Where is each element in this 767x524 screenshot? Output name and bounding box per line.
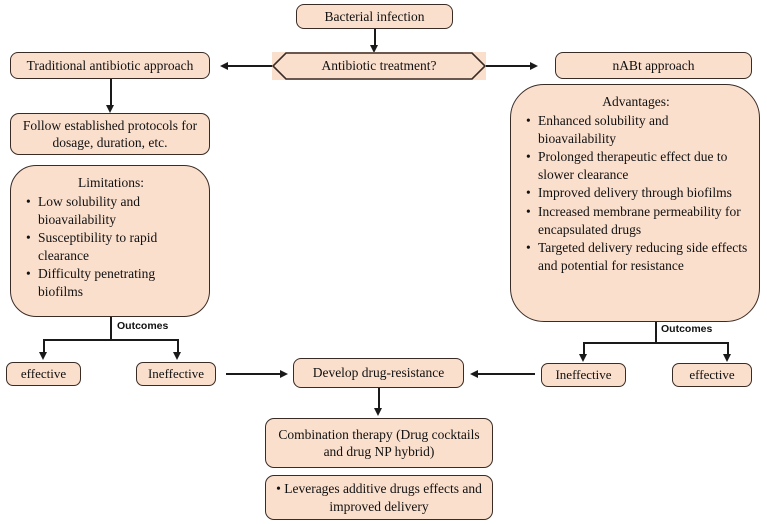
hexagon-shape	[272, 52, 486, 80]
edge-right-ineffective-to-resistance	[478, 373, 535, 375]
edge-infection-to-decision	[374, 29, 376, 49]
arrowhead-to-right-effective	[723, 354, 731, 362]
node-follow-protocols-line2: dosage, duration, etc.	[52, 135, 168, 150]
node-antibiotic-treatment-label: Antibiotic treatment?	[321, 58, 437, 73]
node-combination-benefit-line1-text: Leverages additive drugs effects and	[284, 481, 482, 497]
node-left-ineffective[interactable]: Ineffective	[136, 362, 216, 386]
node-develop-resistance-label: Develop drug-resistance	[312, 365, 445, 381]
list-item: Low solubility and bioavailability	[26, 193, 199, 228]
node-combination-benefit-text: • Leverages additive drugs effects and i…	[272, 480, 486, 515]
node-follow-protocols-text: Follow established protocols for dosage,…	[17, 117, 203, 152]
edge-right-fork-left-down	[583, 342, 585, 357]
edge-right-fork-right-down	[727, 342, 729, 357]
node-combination-therapy-line2: (Drug cocktails and drug NP hybrid)	[323, 426, 480, 459]
node-combination-therapy-text: Combination therapy (Drug cocktails and …	[272, 426, 486, 461]
list-item: Increased membrane permeability for enca…	[526, 203, 749, 238]
edge-decision-to-traditional	[228, 65, 272, 67]
arrowhead-left-ineffective-to-resistance	[280, 369, 288, 378]
node-nabt-approach-label: nABt approach	[612, 57, 695, 73]
node-limitations[interactable]: Limitations: Low solubility and bioavail…	[10, 165, 210, 317]
node-combination-therapy[interactable]: Combination therapy (Drug cocktails and …	[265, 418, 493, 468]
node-follow-protocols-line1: Follow established protocols for	[22, 117, 198, 133]
list-item: Prolonged therapeutic effect due to slow…	[526, 148, 749, 183]
node-combination-benefit-line1: • Leverages additive drugs effects and	[276, 481, 482, 496]
node-combination-therapy-line1: Combination therapy	[278, 426, 393, 442]
node-right-ineffective-label: Ineffective	[555, 366, 612, 382]
arrowhead-decision-to-nabt	[530, 61, 538, 70]
edge-fork-right-down	[177, 339, 179, 355]
bullet-glyph: •	[276, 481, 285, 497]
edge-fork-left-down	[43, 339, 45, 355]
node-right-effective[interactable]: effective	[672, 363, 752, 387]
node-advantages-heading: Advantages:	[602, 94, 670, 109]
node-nabt-approach[interactable]: nABt approach	[555, 52, 752, 79]
arrowhead-to-left-ineffective	[173, 352, 181, 360]
arrowhead-right-ineffective-to-resistance	[470, 369, 478, 378]
node-antibiotic-treatment-decision[interactable]: Antibiotic treatment?	[272, 52, 486, 80]
node-advantages[interactable]: Advantages: Enhanced solubility and bioa…	[510, 84, 760, 322]
node-right-ineffective[interactable]: Ineffective	[541, 363, 626, 387]
edge-traditional-to-protocols	[110, 79, 112, 108]
node-left-effective[interactable]: effective	[6, 362, 81, 386]
node-follow-protocols[interactable]: Follow established protocols for dosage,…	[10, 113, 210, 155]
arrowhead-decision-to-traditional	[220, 61, 228, 70]
edge-limitations-fork-bar	[43, 339, 178, 341]
node-advantages-list: Enhanced solubility and bioavailability …	[523, 112, 749, 275]
node-limitations-list: Low solubility and bioavailability Susce…	[23, 193, 199, 301]
arrowhead-resistance-to-combination	[374, 408, 382, 416]
edge-label-outcomes-right: Outcomes	[661, 323, 713, 335]
edge-resistance-to-combination	[378, 388, 380, 411]
arrowhead-traditional-to-protocols	[106, 105, 114, 113]
list-item: Improved delivery through biofilms	[526, 184, 749, 202]
edge-label-outcomes-left: Outcomes	[117, 320, 169, 332]
node-traditional-approach-label: Traditional antibiotic approach	[26, 57, 194, 73]
list-item: Difficulty penetrating biofilms	[26, 265, 199, 300]
node-left-effective-label: effective	[20, 365, 67, 381]
edge-advantages-fork-bar	[583, 342, 728, 344]
list-item: Susceptibility to rapid clearance	[26, 229, 199, 264]
edge-left-ineffective-to-resistance	[226, 373, 282, 375]
list-item: Targeted delivery reducing side effects …	[526, 239, 749, 274]
node-combination-benefit-line2: improved delivery	[329, 498, 429, 514]
arrowhead-to-left-effective	[39, 352, 47, 360]
list-item: Enhanced solubility and bioavailability	[526, 112, 749, 147]
node-combination-benefit[interactable]: • Leverages additive drugs effects and i…	[265, 475, 493, 520]
arrowhead-infection-to-decision	[370, 45, 378, 53]
node-limitations-heading: Limitations:	[78, 175, 144, 190]
node-right-effective-label: effective	[689, 366, 735, 382]
edge-advantages-stem	[655, 322, 657, 343]
node-left-ineffective-label: Ineffective	[147, 365, 205, 381]
node-traditional-approach[interactable]: Traditional antibiotic approach	[10, 52, 210, 79]
node-develop-resistance[interactable]: Develop drug-resistance	[293, 358, 464, 388]
edge-decision-to-nabt	[486, 65, 532, 67]
arrowhead-to-right-ineffective	[579, 354, 587, 362]
node-bacterial-infection-label: Bacterial infection	[324, 8, 425, 24]
node-bacterial-infection[interactable]: Bacterial infection	[296, 4, 453, 29]
edge-limitations-stem	[110, 317, 112, 340]
